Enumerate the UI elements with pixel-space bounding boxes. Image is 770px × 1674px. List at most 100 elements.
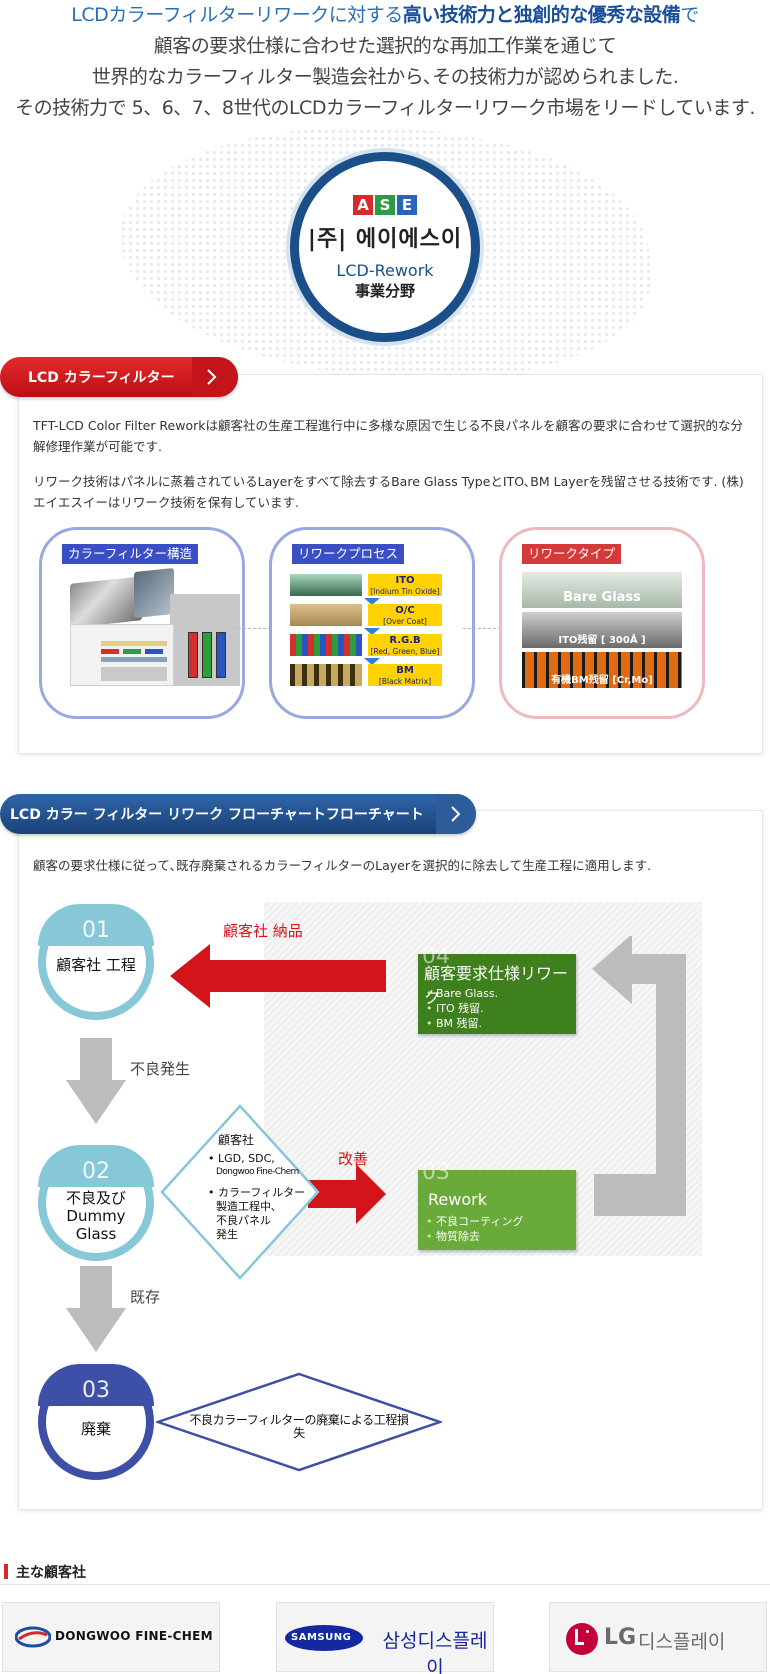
flowchart-description: 顧客の要求仕様に従って､既存廃棄されるカラーフィルターのLayerを選択的に除去… (33, 858, 652, 873)
ito-title: ITO (395, 575, 415, 586)
oc-title: O/C (395, 605, 415, 616)
type-ito: ITO残留 [ 300Å ] (522, 612, 682, 648)
box-03-number: 03 (422, 1160, 450, 1185)
improve-arrow-icon (308, 1164, 386, 1224)
process-down-arrow-1 (364, 598, 380, 605)
rework-type-label: リワークタイプ (522, 544, 622, 564)
label-defect-occurrence: 不良発生 (130, 1060, 191, 1078)
cf-structure-box: カラーフィルター構造 (39, 527, 245, 719)
customer-samsung-display[interactable]: SAMSUNG 삼성디스플레이 (276, 1602, 494, 1674)
color-filter-panel: TFT-LCD Color Filter Reworkは顧客社の生産工程進行中に… (18, 374, 763, 754)
rgb-layer-image (290, 634, 362, 656)
dongwoo-logo-icon (15, 1626, 51, 1648)
return-arrow-icon (592, 936, 686, 1216)
box-04-item: BM 残留. (426, 1016, 498, 1031)
intro-line-2: 顧客の要求仕様に合わせた選択的な再加工作業を通じて (153, 35, 617, 57)
diamond-1-item-1-text: LGD, SDC, (218, 1152, 275, 1165)
diamond-1-item-2: • カラーフィルター (208, 1186, 306, 1199)
chevron-right-icon (192, 357, 238, 397)
stage-2-label-a: 不良及び (65, 1189, 126, 1207)
stage-customer-process: 01 顧客社 工程 (38, 904, 154, 1020)
oc-sub: [Over Coat] (383, 617, 427, 626)
stage-2-label-b: Dummy Glass (66, 1207, 126, 1243)
tab-flowchart[interactable]: LCD カラー フィルター リワーク フローチャートフローチャート (0, 794, 476, 834)
samsung-logo-oval (285, 1625, 363, 1651)
diamond-1-item-2d: 発生 (216, 1228, 238, 1241)
connector-line-1 (233, 628, 271, 629)
stage-1-label: 顧客社 工程 (56, 956, 136, 974)
cf-paragraph-2: リワーク技術はパネルに蒸着されているLayerをすべて除去するBare Glas… (33, 474, 744, 510)
label-existing: 既存 (130, 1288, 161, 1306)
bm-layer-image (290, 664, 362, 686)
dongwoo-logo-text: DONGWOO FINE-CHEM (55, 1629, 213, 1643)
monitor-image-2 (134, 567, 174, 619)
process-row-bm: BM[Black Matrix] (290, 664, 442, 686)
oc-layer-image (290, 604, 362, 626)
tab-color-filter-label: LCD カラーフィルター (28, 370, 175, 386)
company-name: |주| 에이에스이 (307, 227, 463, 252)
rework-process-label: リワークプロセス (292, 544, 405, 564)
stage-3-number: 03 (82, 1378, 110, 1403)
type-bare-glass: Bare Glass (522, 572, 682, 608)
customer-dongwoo[interactable]: DONGWOO FINE-CHEM (2, 1602, 220, 1672)
stage-1-number: 01 (82, 918, 110, 943)
stage-2-cap (38, 1145, 154, 1187)
intro-line-1-pre: LCDカラーフィルターリワークに対する (71, 4, 403, 26)
box-03-title: Rework (428, 1190, 487, 1209)
process-row-ito: ITO[Indium Tin Oxide] (290, 574, 442, 596)
tab-color-filter[interactable]: LCD カラーフィルター (0, 357, 238, 397)
lg-display-kr: 디스플레이 (638, 1631, 726, 1653)
box-04-number: 04 (422, 944, 450, 969)
box-custom-rework: 04 顧客要求仕様リワーク Bare Glass. ITO 残留. BM 残留. (418, 944, 576, 1034)
box-04-list: Bare Glass. ITO 残留. BM 残留. (426, 986, 498, 1031)
intro-line-1-bold: 高い技術力と独創的な優秀な設備 (402, 4, 681, 26)
label-improve: 改善 (338, 1150, 369, 1168)
ase-letter-s: S (375, 195, 395, 215)
diamond-1-item-2a: カラーフィルター (218, 1186, 306, 1199)
box-03-list: 不良コーティング 物質除去 (426, 1214, 523, 1244)
rework-process-box: リワークプロセス ITO[Indium Tin Oxide] O/C[Over … (269, 527, 475, 719)
process-down-arrow-3 (364, 658, 380, 665)
intro-line-1-post: で (680, 4, 699, 26)
box-04-item: Bare Glass. (426, 986, 498, 1001)
process-row-oc: O/C[Over Coat] (290, 604, 442, 626)
bm-label: BM[Black Matrix] (368, 664, 442, 686)
diamond-1-title: 顧客社 (218, 1133, 255, 1147)
diamond-1-item-2b: 製造工程中､ (216, 1200, 277, 1213)
rgb-sub: [Red, Green, Blue] (370, 647, 440, 656)
samsung-logo-text: SAMSUNG (291, 1632, 352, 1643)
cf-structure-diagram (70, 624, 174, 686)
rgb-title: R.G.B (389, 635, 421, 646)
rework-type-box: リワークタイプ Bare Glass ITO残留 [ 300Å ] 有機BM残留… (499, 527, 705, 719)
bm-title: BM (396, 665, 414, 676)
box-04-item: ITO 残留. (426, 1001, 498, 1016)
process-row-rgb: R.G.B[Red, Green, Blue] (290, 634, 442, 656)
chevron-right-icon (436, 794, 476, 834)
tab-flowchart-label: LCD カラー フィルター リワーク フローチャートフローチャート (10, 807, 424, 823)
logo-subtitle-jp: 事業分野 (354, 282, 415, 300)
delivery-arrow-icon (170, 944, 386, 1008)
ase-letter-a: A (353, 195, 373, 215)
connector-line-2 (463, 628, 501, 629)
cf-structure-label: カラーフィルター構造 (62, 544, 199, 564)
down-arrow-icon-2 (66, 1266, 126, 1352)
process-down-arrow-2 (364, 628, 380, 635)
down-arrow-icon-1 (66, 1038, 126, 1124)
stage-3-label: 廃棄 (80, 1420, 111, 1438)
rgb-label: R.G.B[Red, Green, Blue] (368, 634, 442, 656)
intro-text: LCDカラーフィルターリワークに対する高い技術力と独創的な優秀な設備で 顧客の要… (0, 0, 770, 124)
customer-lg-display[interactable]: LG 디스플레이 (549, 1602, 767, 1672)
company-logo-circle: A S E |주| 에이에스이 LCD-Rework 事業分野 (290, 152, 480, 342)
bm-sub: [Black Matrix] (378, 677, 432, 686)
box-rework: 03 Rework 不良コーティング 物質除去 (418, 1160, 576, 1250)
customers-divider (0, 1584, 770, 1585)
stage-defect-dummy: 02 不良及び Dummy Glass (38, 1145, 154, 1261)
diamond-1-item-1b: Dongwoo Fine-Chem (216, 1167, 299, 1177)
intro-line-1: LCDカラーフィルターリワークに対する高い技術力と独創的な優秀な設備で (0, 0, 770, 31)
ase-logo: A S E (299, 195, 471, 215)
cf-paragraph-1: TFT-LCD Color Filter Reworkは顧客社の生産工程進行中に… (33, 418, 743, 454)
box-03-item: 不良コーティング (426, 1214, 523, 1229)
box-03-item: 物質除去 (426, 1229, 523, 1244)
diamond-customer (160, 1104, 320, 1280)
diamond-1-item-1: • LGD, SDC, (208, 1152, 275, 1165)
